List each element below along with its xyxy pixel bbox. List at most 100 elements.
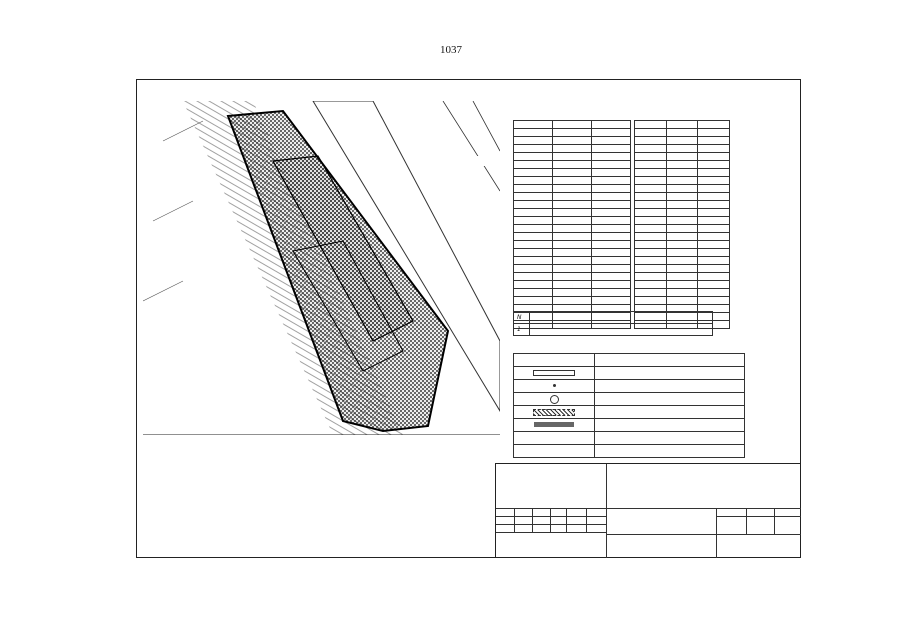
coordinate-cell	[513, 136, 553, 145]
previous-boundary-icon	[534, 422, 574, 427]
coordinate-cell	[591, 272, 631, 281]
coordinate-cell	[513, 160, 553, 169]
coordinate-cell	[665, 128, 699, 137]
legend-row-text	[594, 379, 745, 393]
coordinate-cell	[591, 208, 631, 217]
coordinate-cell	[591, 200, 631, 209]
coordinate-row	[513, 240, 631, 249]
legend-col-symbol	[513, 353, 595, 367]
coordinate-row	[513, 176, 631, 185]
coordinate-row	[513, 208, 631, 217]
coordinate-cell	[634, 280, 667, 289]
exploitation-header-name	[529, 311, 713, 324]
coordinate-row	[513, 232, 631, 241]
coordinate-cell	[552, 264, 592, 273]
coordinate-row	[634, 224, 730, 233]
legend-row-code	[513, 431, 595, 445]
coordinate-cell	[634, 224, 667, 233]
coordinate-row	[513, 216, 631, 225]
coordinate-cell	[591, 288, 631, 297]
coordinate-cell	[697, 288, 730, 297]
coordinate-row	[513, 288, 631, 297]
coordinate-row	[634, 200, 730, 209]
coordinate-cell	[665, 256, 699, 265]
coordinate-cell	[552, 272, 592, 281]
coordinate-cell	[591, 296, 631, 305]
coordinate-cell	[697, 152, 730, 161]
coordinate-cell	[552, 208, 592, 217]
coordinate-cell	[634, 256, 667, 265]
coordinate-cell	[591, 240, 631, 249]
coordinate-cell	[665, 240, 699, 249]
coordinate-cell	[552, 280, 592, 289]
coordinate-cell	[552, 224, 592, 233]
coordinate-cell	[634, 168, 667, 177]
coordinate-cell	[513, 152, 553, 161]
coordinate-row	[634, 144, 730, 153]
coordinates-table-left	[513, 120, 631, 329]
coordinate-cell	[634, 144, 667, 153]
coordinate-row	[634, 280, 730, 289]
coordinate-row	[634, 256, 730, 265]
coordinate-cell	[552, 200, 592, 209]
coordinate-row	[513, 120, 631, 129]
coordinate-cell	[665, 200, 699, 209]
coordinate-cell	[591, 128, 631, 137]
coordinate-row	[634, 160, 730, 169]
coordinate-cell	[634, 176, 667, 185]
coordinate-cell	[697, 272, 730, 281]
coordinate-row	[634, 208, 730, 217]
coordinate-cell	[513, 120, 553, 129]
coordinate-row	[634, 232, 730, 241]
coordinate-cell	[634, 152, 667, 161]
coordinate-cell	[513, 128, 553, 137]
coordinate-cell	[591, 152, 631, 161]
coordinate-cell	[634, 272, 667, 281]
coordinate-cell	[591, 160, 631, 169]
coordinate-cell	[552, 136, 592, 145]
coordinate-cell	[634, 248, 667, 257]
coordinates-table-right	[634, 120, 730, 329]
coordinate-cell	[634, 160, 667, 169]
coordinate-cell	[591, 184, 631, 193]
exploitation-row-name	[529, 323, 713, 336]
coordinate-cell	[591, 280, 631, 289]
coordinate-cell	[665, 216, 699, 225]
coordinate-cell	[697, 200, 730, 209]
coordinate-cell	[552, 168, 592, 177]
coordinate-cell	[552, 184, 592, 193]
coordinate-cell	[513, 280, 553, 289]
coordinate-cell	[591, 168, 631, 177]
legend-row-text	[594, 444, 745, 458]
coordinate-cell	[513, 256, 553, 265]
coordinate-row	[634, 128, 730, 137]
coordinate-cell	[665, 208, 699, 217]
coordinate-cell	[697, 216, 730, 225]
legend-row-code	[513, 444, 595, 458]
coordinate-row	[634, 168, 730, 177]
coordinate-cell	[665, 232, 699, 241]
coordinate-row	[513, 272, 631, 281]
coordinate-cell	[513, 224, 553, 233]
coordinate-row	[513, 280, 631, 289]
coordinate-cell	[513, 168, 553, 177]
coordinate-row	[634, 272, 730, 281]
title-block-stamp	[495, 463, 801, 558]
coordinate-cell	[697, 120, 730, 129]
coordinate-cell	[552, 120, 592, 129]
coordinate-row	[634, 120, 730, 129]
coordinate-cell	[634, 136, 667, 145]
coordinate-cell	[591, 256, 631, 265]
coordinate-cell	[634, 184, 667, 193]
coordinate-cell	[513, 248, 553, 257]
coordinate-cell	[591, 120, 631, 129]
coordinate-cell	[665, 152, 699, 161]
coordinate-cell	[591, 136, 631, 145]
coordinate-cell	[697, 232, 730, 241]
coordinate-cell	[552, 176, 592, 185]
coordinate-row	[513, 160, 631, 169]
coordinate-cell	[634, 200, 667, 209]
coordinate-cell	[665, 144, 699, 153]
coordinate-row	[513, 256, 631, 265]
coordinate-cell	[591, 248, 631, 257]
